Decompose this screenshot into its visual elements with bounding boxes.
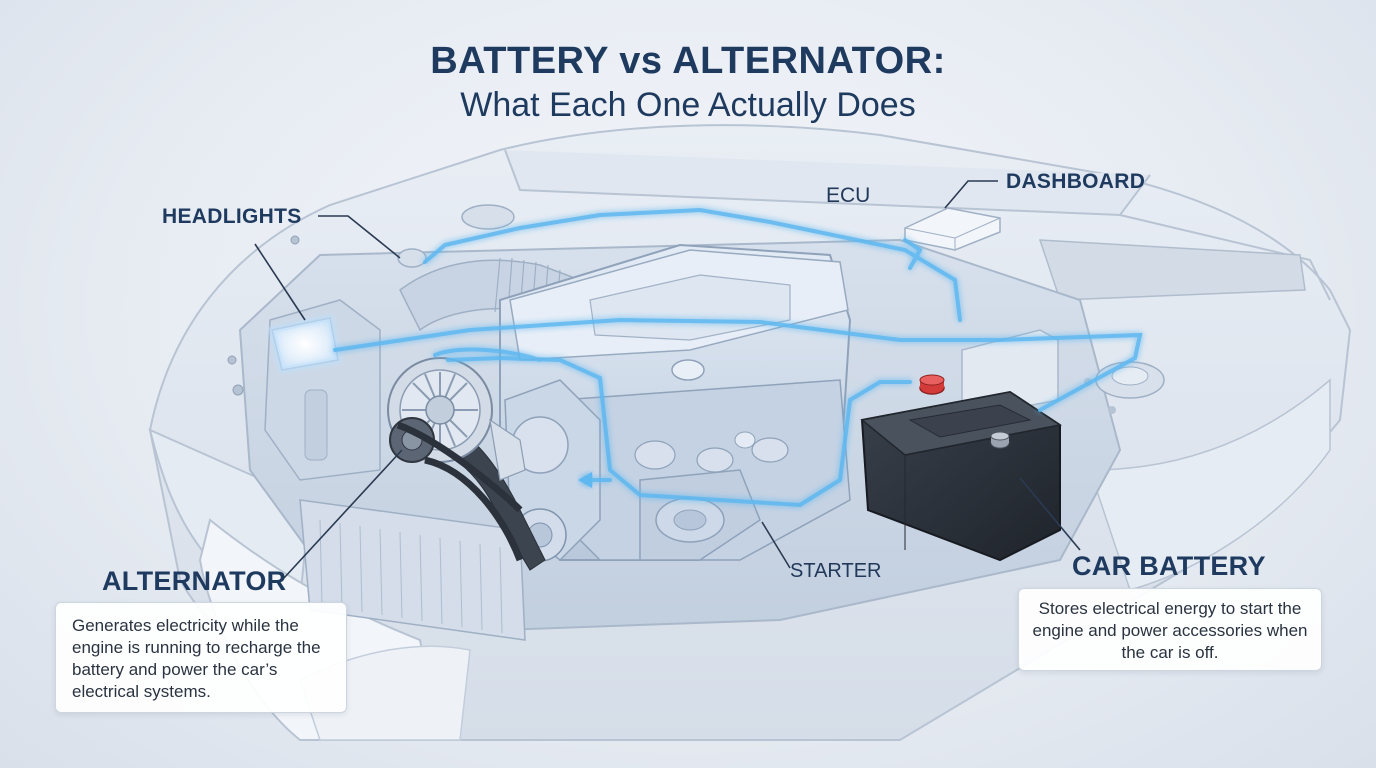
alternator-description-box: Generates electricity while the engine i… [55, 602, 347, 713]
engine-block [499, 243, 852, 562]
alternator-label: ALTERNATOR [102, 566, 287, 596]
wiring-glow [333, 207, 1143, 508]
alternator-unit [387, 357, 546, 571]
leader-lines [254, 180, 1081, 579]
radiator [299, 499, 526, 641]
car-battery-description-box: Stores electrical energy to start the en… [1018, 588, 1322, 671]
headlight-unit [268, 314, 342, 374]
starter-label: STARTER [790, 560, 882, 582]
current-arrow [578, 472, 592, 488]
dashboard-label: DASHBOARD [1006, 170, 1146, 193]
headlights-leader [318, 215, 401, 259]
starter-leader [761, 521, 791, 569]
headlights-leader-2 [254, 243, 306, 321]
alternator-leader [283, 449, 403, 579]
car-battery-unit [860, 374, 1062, 562]
page-title: BATTERY vs ALTERNATOR: [430, 40, 946, 82]
page-subtitle: What Each One Actually Does [460, 86, 916, 124]
car-battery-description-text: Stores electrical energy to start the en… [1032, 599, 1308, 662]
alternator-description-text: Generates electricity while the engine i… [72, 616, 321, 701]
starter-motor [639, 469, 761, 561]
dashboard-leader [944, 180, 998, 209]
battery-leader [1019, 477, 1081, 551]
headlights-label: HEADLIGHTS [162, 205, 302, 228]
ecu-label: ECU [826, 184, 871, 207]
car-battery-label: CAR BATTERY [1072, 551, 1266, 581]
